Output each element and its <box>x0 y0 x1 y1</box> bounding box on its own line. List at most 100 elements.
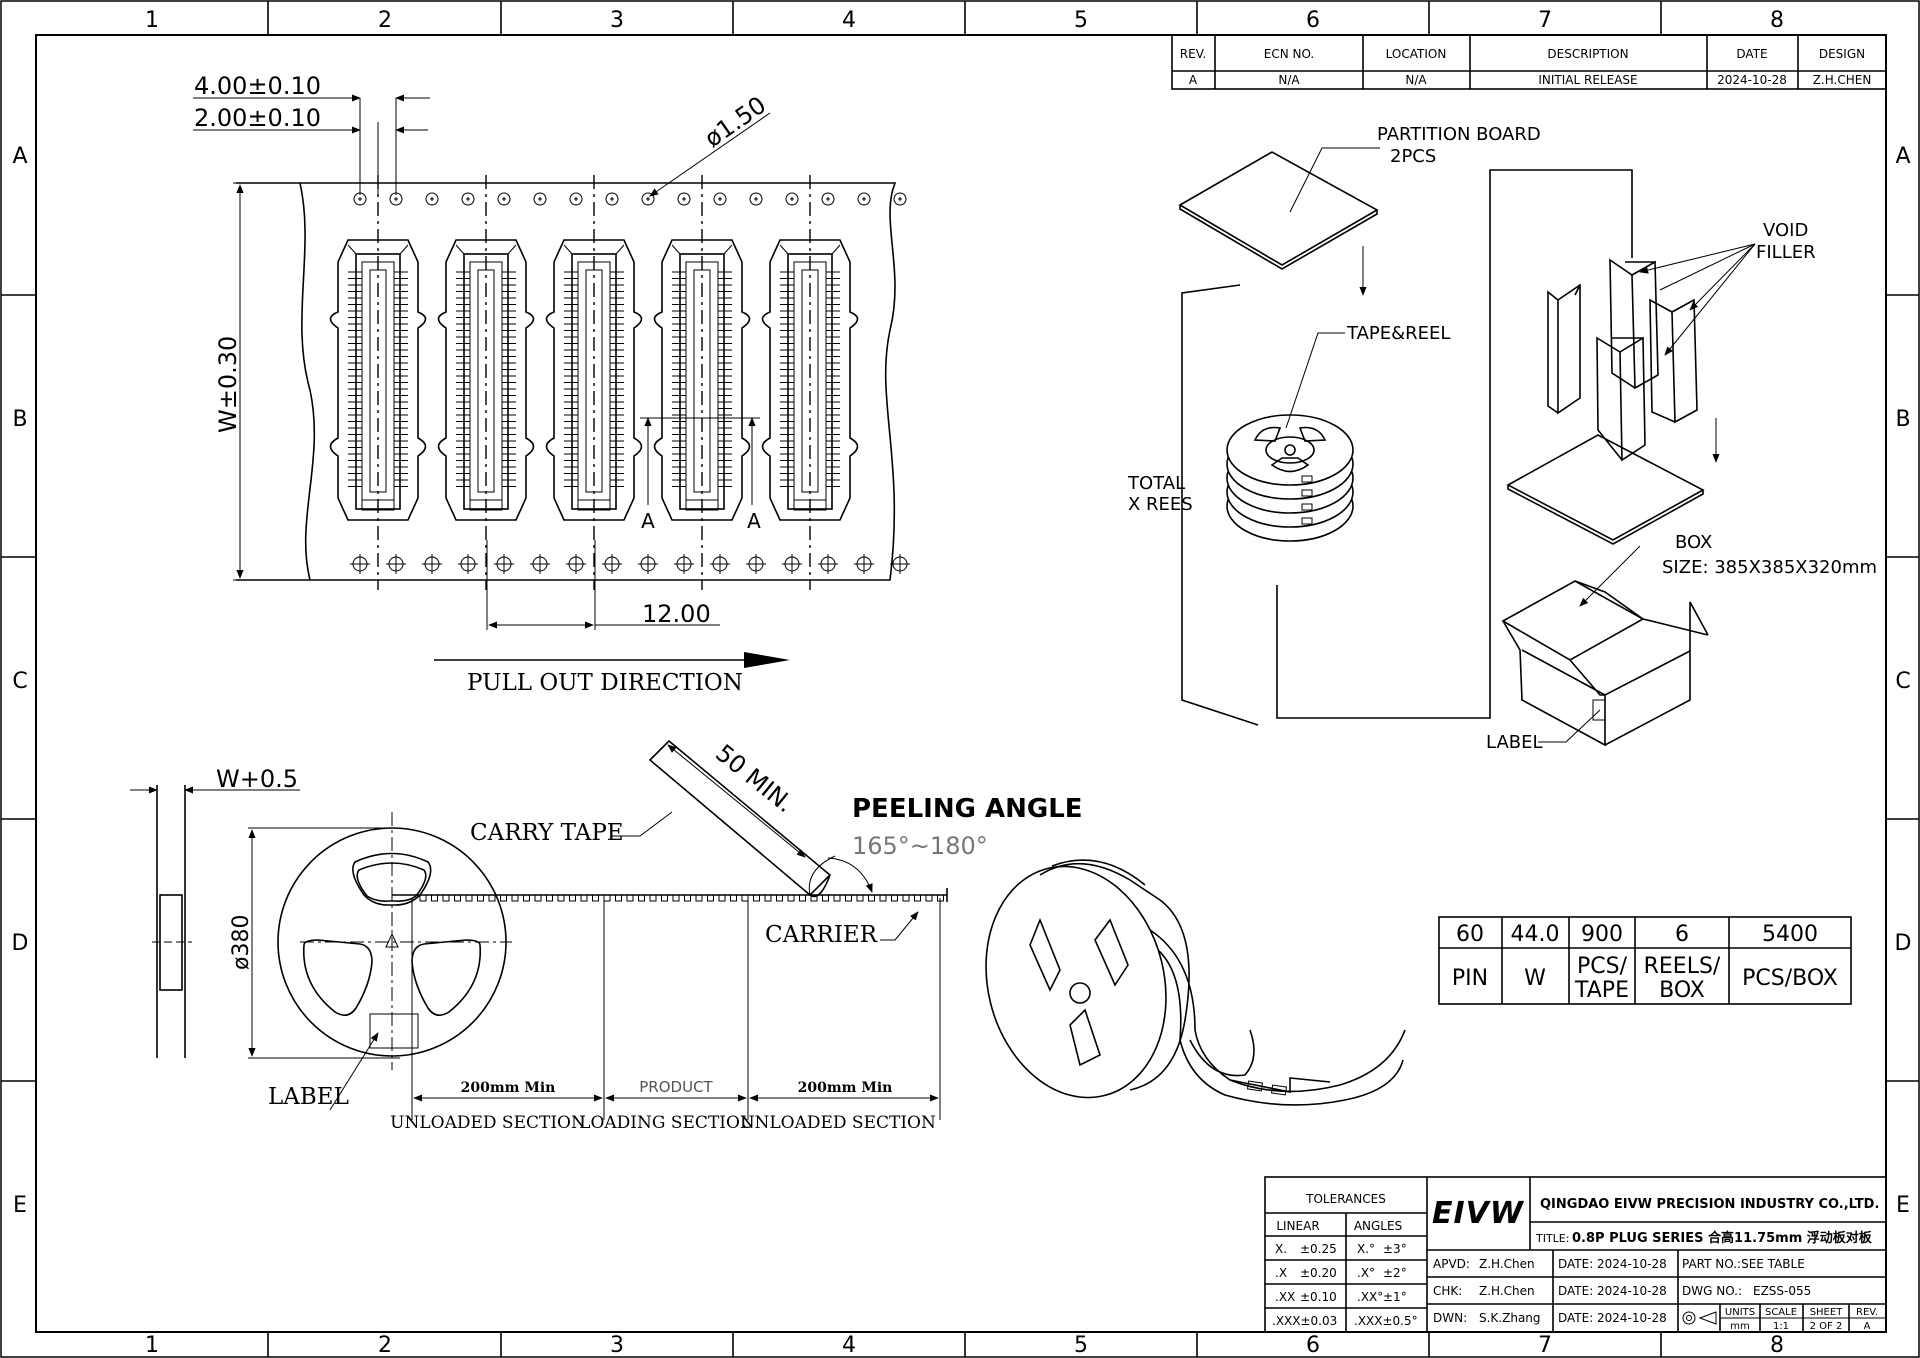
tol-angle-3: .XXX±0.5° <box>1354 1314 1418 1328</box>
filler-label: FILLER <box>1756 242 1816 263</box>
qty-pcs-tape-value: 900 <box>1581 922 1623 947</box>
sheet-label: SHEET <box>1810 1307 1844 1318</box>
dwn-label: DWN: <box>1433 1311 1467 1325</box>
qty-pin-unit: PIN <box>1452 966 1488 991</box>
tol-angle-0-val: ±3° <box>1383 1242 1407 1256</box>
revision-block: REV. ECN NO. LOCATION DESCRIPTION DATE D… <box>1171 34 1887 90</box>
reel-diameter-label: ø380 <box>229 915 254 970</box>
rev-value-design: Z.H.CHEN <box>1813 73 1872 87</box>
rev-value-description: INITIAL RELEASE <box>1538 73 1637 87</box>
rev-header-date: DATE <box>1736 47 1767 61</box>
box-label: BOX <box>1675 532 1712 553</box>
scale-label: SCALE <box>1765 1307 1797 1318</box>
rev-value-date: 2024-10-28 <box>1717 73 1787 87</box>
qty-reels-box-value: 6 <box>1675 922 1689 947</box>
connector-pocket <box>329 239 427 521</box>
dwg-label: DWG NO.: <box>1682 1284 1742 1298</box>
zone-row-left-D: D <box>12 931 29 956</box>
qty-reels-box-unit-2: BOX <box>1659 978 1705 1003</box>
rev-header-ecn: ECN NO. <box>1264 47 1315 61</box>
qty-pcs-tape-unit-2: TAPE <box>1574 978 1629 1003</box>
zone-row-right-B: B <box>1895 407 1910 432</box>
date-label-3: DATE: <box>1558 1311 1593 1325</box>
carry-tape-label: CARRY TAPE <box>470 820 624 846</box>
tape-reel-label: TAPE&REEL <box>1346 323 1450 344</box>
zone-col-bottom-7: 7 <box>1538 1333 1552 1358</box>
width-tolerance-label: W±0.30 <box>214 336 242 433</box>
dwn-value: S.K.Zhang <box>1479 1311 1541 1325</box>
tolerance-linear-header: LINEAR <box>1276 1219 1319 1233</box>
carrier-tape-view: W±0.30 4.00±0.10 2.00±0.10 ø1.50 A A 12.… <box>193 72 910 696</box>
tol-linear-3: .XXX±0.03 <box>1272 1314 1337 1328</box>
sprocket-hole <box>821 192 835 206</box>
tolerance-angles-header: ANGLES <box>1354 1219 1402 1233</box>
sprocket-hole <box>749 192 763 206</box>
zone-col-bottom-1: 1 <box>145 1333 159 1358</box>
connector-pocket <box>437 239 535 521</box>
date-value-2: 2024-10-28 <box>1597 1284 1667 1298</box>
rees-label: X REES <box>1128 494 1193 515</box>
date-label-1: DATE: <box>1558 1257 1593 1271</box>
apvd-value: Z.H.Chen <box>1479 1257 1535 1271</box>
tol-linear-1-key: .X <box>1275 1266 1287 1280</box>
carrier-label: CARRIER <box>765 922 878 948</box>
date-value-3: 2024-10-28 <box>1597 1311 1667 1325</box>
units-label: UNITS <box>1725 1307 1755 1318</box>
zone-col-top-5: 5 <box>1074 8 1088 33</box>
tol-angle-2-val: ±1° <box>1383 1290 1407 1304</box>
rev-header-location: LOCATION <box>1386 47 1447 61</box>
sprocket-hole <box>497 192 511 206</box>
rev-header-rev: REV. <box>1180 47 1206 61</box>
qty-pin-value: 60 <box>1456 922 1484 947</box>
sprocket-hole <box>461 192 475 206</box>
pull-out-direction-label: PULL OUT DIRECTION <box>467 670 743 696</box>
dwg-number: EZSS-055 <box>1753 1284 1811 1298</box>
reel-view: W+0.5 ø380 LABEL 50 MIN. CARRY TAPE PEEL… <box>130 739 1083 1133</box>
box-size-label: SIZE: 385X385X320mm <box>1662 557 1877 578</box>
tol-linear-0-val: ±0.25 <box>1300 1242 1337 1256</box>
reel-label-text: LABEL <box>268 1084 349 1110</box>
date-label-2: DATE: <box>1558 1284 1593 1298</box>
min-length-left-label: 200mm Min <box>461 1080 556 1096</box>
rev-header-description: DESCRIPTION <box>1547 47 1628 61</box>
sprocket-hole <box>605 192 619 206</box>
zone-row-right-C: C <box>1895 669 1910 694</box>
units-value: mm <box>1730 1321 1749 1332</box>
rev-value-ecn: N/A <box>1278 73 1300 87</box>
sprocket-hole <box>425 192 439 206</box>
zone-row-left-A: A <box>12 144 27 169</box>
zone-col-top-6: 6 <box>1306 8 1320 33</box>
section-mark-left: A <box>641 509 655 533</box>
tol-angle-1-key: .X° <box>1357 1266 1375 1280</box>
zone-row-right-E: E <box>1896 1193 1910 1218</box>
quantity-table: 60 44.0 900 6 5400 PIN W PCS/ TAPE REELS… <box>1438 916 1852 1005</box>
packing-view: PARTITION BOARD 2PCS TAPE&REEL TOTAL X R… <box>1127 124 1877 753</box>
product-label: PRODUCT <box>639 1078 713 1096</box>
hole-diameter-label: ø1.50 <box>699 91 771 153</box>
sprocket-hole <box>533 192 547 206</box>
min-length-right-label: 200mm Min <box>798 1080 893 1096</box>
peeling-angle-title: PEELING ANGLE <box>852 794 1083 824</box>
sprocket-hole <box>641 192 655 206</box>
stacked-reel <box>1226 414 1354 486</box>
tol-angle-0-key: X.° <box>1357 1242 1375 1256</box>
zone-col-bottom-8: 8 <box>1770 1333 1784 1358</box>
company-logo: EIVW <box>1432 1196 1525 1231</box>
qty-width-unit: W <box>1524 966 1546 991</box>
zone-col-top-2: 2 <box>378 8 392 33</box>
unloaded-section-right: UNLOADED SECTION <box>740 1113 936 1133</box>
drawing-title: 0.8P PLUG SERIES 合高11.75mm 浮动板对板 <box>1572 1230 1873 1246</box>
zone-col-bottom-6: 6 <box>1306 1333 1320 1358</box>
zone-row-left-C: C <box>12 669 27 694</box>
total-label: TOTAL <box>1127 473 1185 494</box>
chk-value: Z.H.Chen <box>1479 1284 1535 1298</box>
rev-label: REV. <box>1856 1307 1878 1318</box>
rev-value-rev: A <box>1189 73 1198 87</box>
projection-symbol-icon <box>1682 1311 1717 1325</box>
zone-row-left-B: B <box>12 407 27 432</box>
company-name: QINGDAO EIVW PRECISION INDUSTRY CO.,LTD. <box>1540 1197 1879 1212</box>
rev-value: A <box>1864 1321 1871 1332</box>
